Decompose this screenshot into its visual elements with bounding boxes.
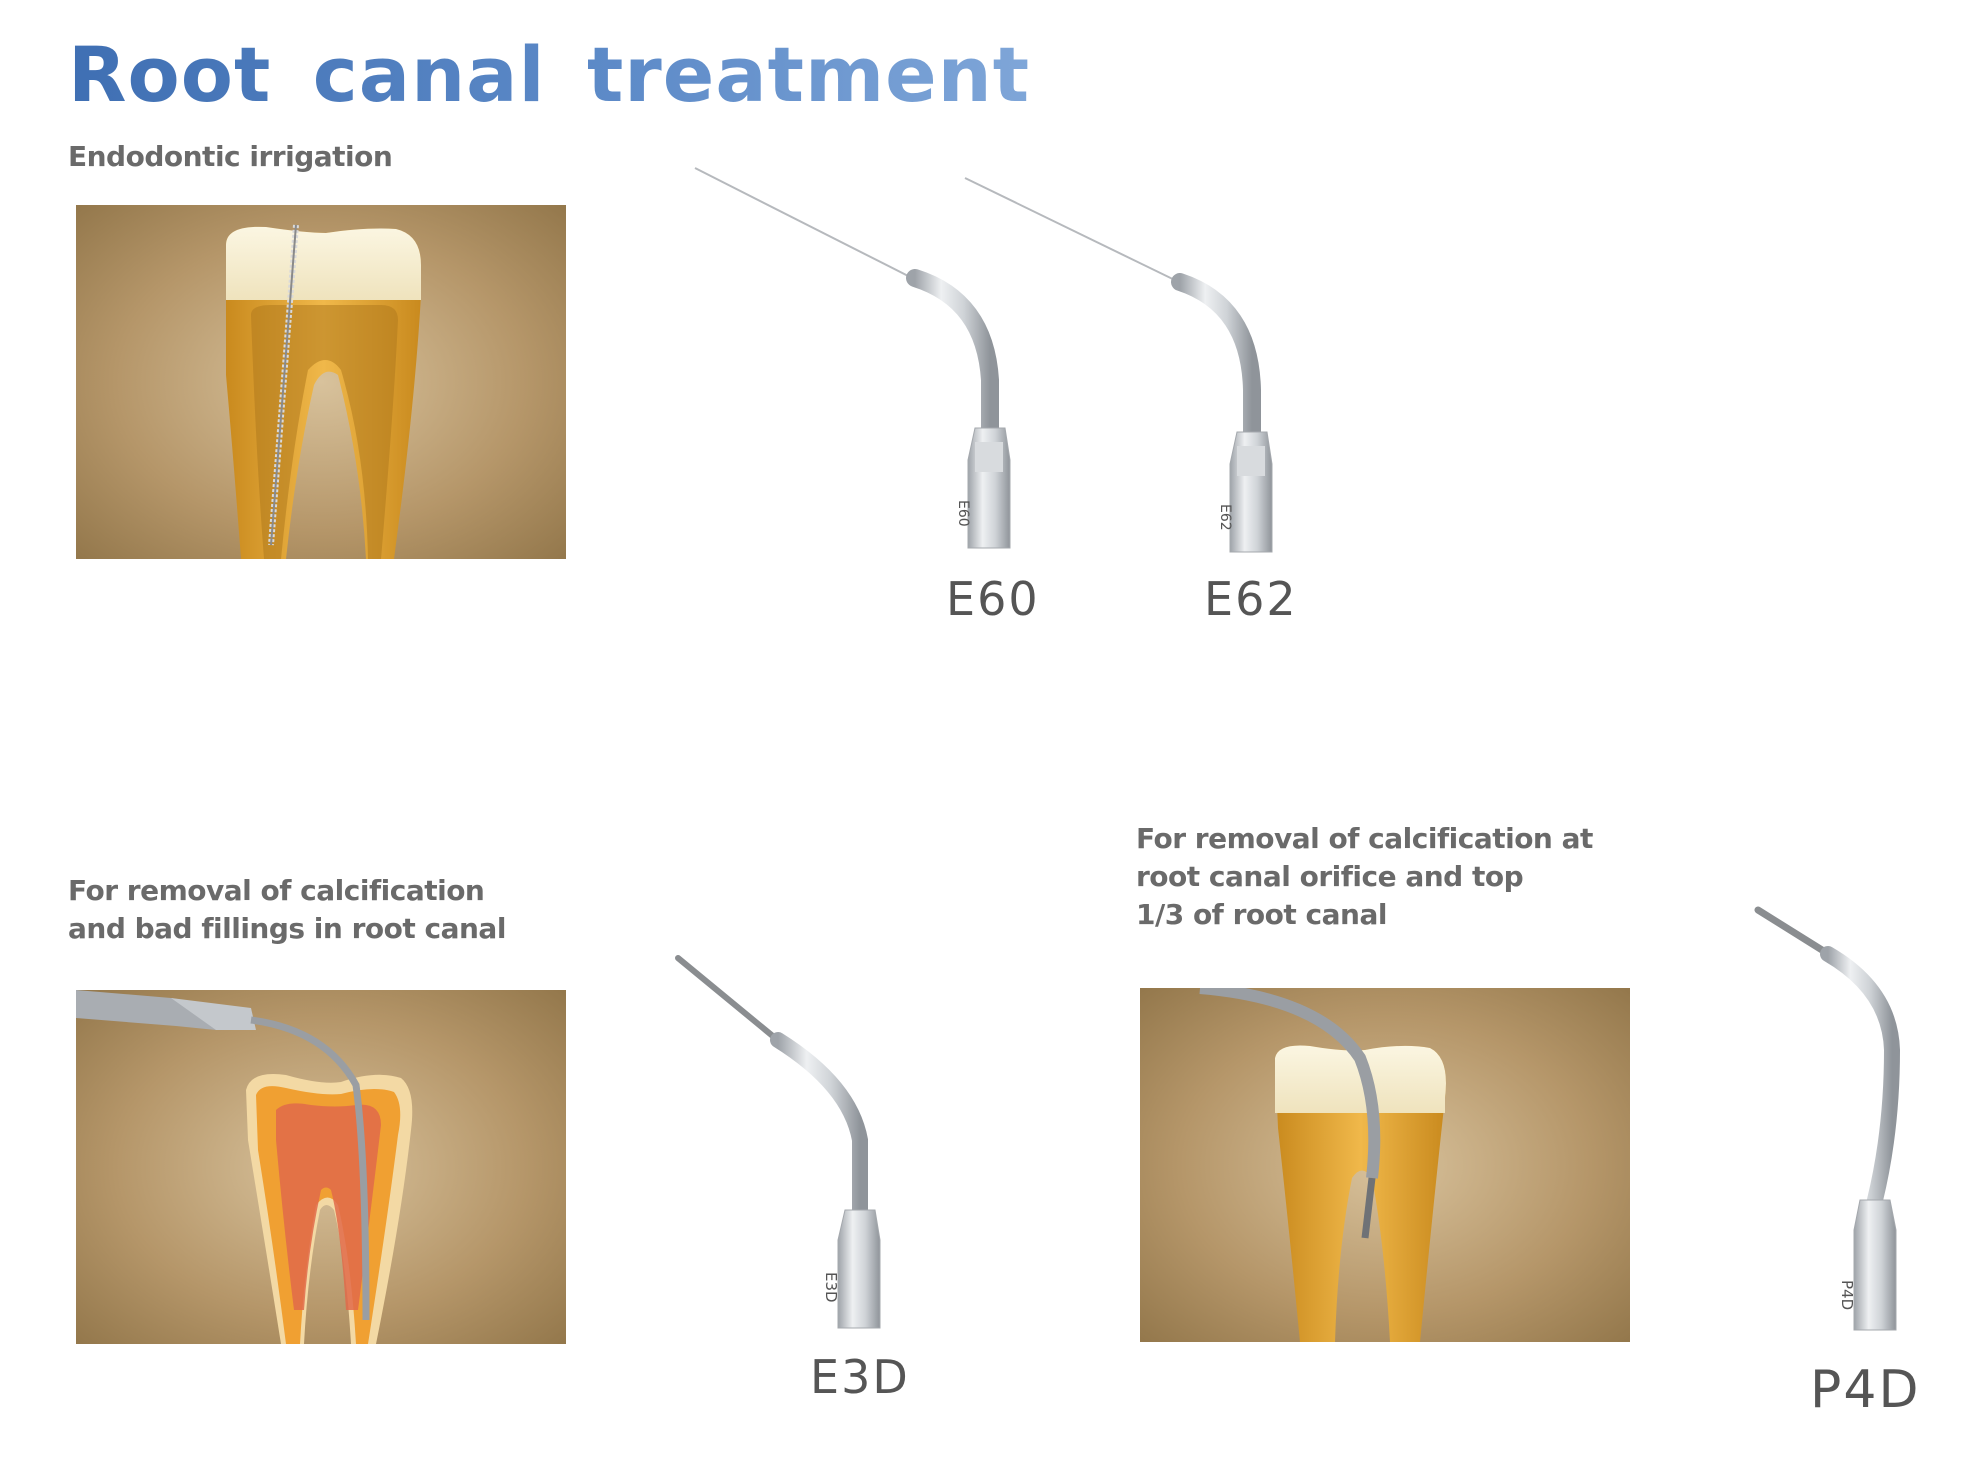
tip-engraving: E62 <box>1217 504 1233 531</box>
caption-line: Endodontic irrigation <box>68 140 393 173</box>
tip-code-p4d: P4D <box>1810 1360 1921 1420</box>
tip-engraving: P4D <box>1838 1280 1856 1310</box>
tip-p4d-illustration: P4D <box>1754 906 1901 1331</box>
tip-code-e60: E60 <box>946 572 1040 626</box>
page-title: Root canal treatment <box>68 30 1031 119</box>
tip-e3d-illustration: E3D <box>675 955 881 1329</box>
caption-line: 1/3 of root canal <box>1136 898 1387 931</box>
tip-e62-illustration: E62 <box>964 177 1273 553</box>
orifice-calcification-caption: For removal of calcification at root can… <box>1136 820 1593 934</box>
calcification-fillings-caption: For removal of calcification and bad fil… <box>68 872 506 948</box>
tip-code-e3d: E3D <box>810 1350 910 1404</box>
caption-line: and bad fillings in root canal <box>68 912 506 945</box>
caption-line: root canal orifice and top <box>1136 860 1524 893</box>
calcification-fillings-tooth-illustration <box>76 990 566 1344</box>
orifice-calcification-tooth-illustration <box>1140 988 1630 1342</box>
caption-line: For removal of calcification at <box>1136 822 1593 855</box>
tip-code-e62: E62 <box>1204 572 1298 626</box>
tip-engraving: E60 <box>955 500 971 527</box>
tip-engraving: E3D <box>822 1272 840 1303</box>
irrigation-tooth-illustration <box>76 205 566 559</box>
tip-e60-illustration: E60 <box>694 167 1011 549</box>
irrigation-caption: Endodontic irrigation <box>68 138 393 176</box>
caption-line: For removal of calcification <box>68 874 485 907</box>
